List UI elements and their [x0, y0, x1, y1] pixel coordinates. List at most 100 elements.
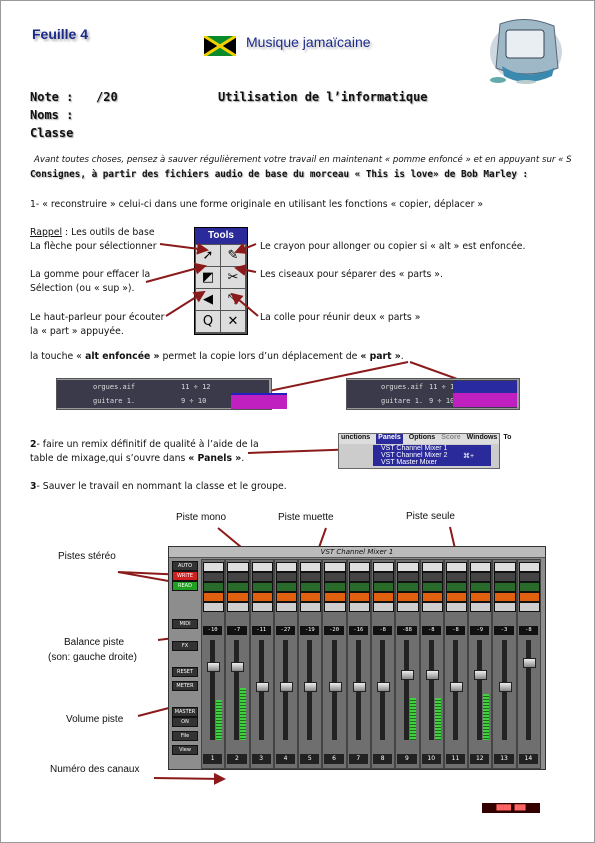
channel-button[interactable] — [445, 582, 468, 592]
volume-fader-handle[interactable] — [279, 682, 293, 692]
volume-fader-handle[interactable] — [207, 662, 221, 672]
mixer-side-button[interactable]: MIDI — [172, 619, 198, 629]
channel-button[interactable] — [324, 572, 346, 582]
channel-button[interactable] — [397, 572, 419, 582]
solo-button[interactable] — [300, 602, 322, 612]
volume-fader-handle[interactable] — [474, 670, 488, 680]
channel-button[interactable] — [324, 582, 346, 592]
audio-part[interactable] — [453, 393, 517, 407]
menu-item-mixer-2[interactable]: VST Channel Mixer 2 — [373, 452, 491, 459]
channel-button[interactable] — [445, 572, 468, 582]
volume-fader-handle[interactable] — [304, 682, 318, 692]
channel-button[interactable] — [348, 562, 370, 572]
mixer-side-button[interactable]: METER — [172, 681, 198, 691]
audio-part-copy[interactable] — [453, 381, 517, 393]
solo-button[interactable] — [324, 602, 346, 612]
solo-button[interactable] — [445, 602, 468, 612]
channel-button[interactable] — [397, 582, 419, 592]
channel-button[interactable] — [227, 562, 249, 572]
channel-button[interactable] — [494, 562, 516, 572]
mixer-side-button[interactable]: RESET — [172, 667, 198, 677]
menu-item-master[interactable]: VST Master Mixer — [373, 459, 491, 466]
mute-button[interactable] — [348, 592, 370, 602]
channel-button[interactable] — [324, 562, 346, 572]
magnifier-icon[interactable]: Q — [196, 311, 220, 332]
channel-button[interactable] — [203, 582, 225, 592]
solo-button[interactable] — [470, 602, 492, 612]
channel-button[interactable] — [251, 562, 273, 572]
solo-button[interactable] — [251, 602, 273, 612]
channel-button[interactable] — [373, 582, 395, 592]
menu-score[interactable]: Score — [441, 434, 461, 441]
mixer-side-button[interactable]: READ — [172, 581, 198, 591]
channel-button[interactable] — [300, 582, 322, 592]
channel-button[interactable] — [203, 572, 225, 582]
mixer-side-button[interactable]: View — [172, 745, 198, 755]
channel-button[interactable] — [300, 562, 322, 572]
channel-button[interactable] — [421, 562, 443, 572]
solo-button[interactable] — [203, 602, 225, 612]
channel-button[interactable] — [518, 582, 540, 592]
volume-fader-handle[interactable] — [425, 670, 439, 680]
volume-fader-handle[interactable] — [352, 682, 366, 692]
volume-fader-handle[interactable] — [449, 682, 463, 692]
menu-windows[interactable]: Windows — [466, 434, 498, 441]
channel-button[interactable] — [348, 572, 370, 582]
mute-button[interactable] — [324, 592, 346, 602]
volume-fader-handle[interactable] — [498, 682, 512, 692]
channel-button[interactable] — [518, 572, 540, 582]
channel-button[interactable] — [203, 562, 225, 572]
mute-button[interactable] — [227, 592, 249, 602]
volume-fader-handle[interactable] — [231, 662, 245, 672]
solo-button[interactable] — [397, 602, 419, 612]
channel-button[interactable] — [348, 582, 370, 592]
volume-fader-handle[interactable] — [377, 682, 391, 692]
volume-fader-handle[interactable] — [328, 682, 342, 692]
mixer-side-button[interactable]: ON — [172, 717, 198, 727]
volume-fader-handle[interactable] — [401, 670, 415, 680]
menu-to[interactable]: To — [503, 434, 512, 441]
menu-panels[interactable]: Panels — [376, 434, 403, 444]
solo-button[interactable] — [227, 602, 249, 612]
mute-button[interactable] — [445, 592, 468, 602]
solo-button[interactable] — [348, 602, 370, 612]
menu-functions[interactable]: unctions — [341, 434, 371, 441]
solo-button[interactable] — [518, 602, 540, 612]
solo-button[interactable] — [421, 602, 443, 612]
channel-button[interactable] — [251, 582, 273, 592]
channel-button[interactable] — [227, 582, 249, 592]
mute-button[interactable] — [518, 592, 540, 602]
mute-button[interactable] — [470, 592, 492, 602]
mute-cross-icon[interactable]: ✕ — [221, 311, 245, 332]
channel-button[interactable] — [445, 562, 468, 572]
channel-button[interactable] — [275, 572, 298, 582]
mixer-side-button[interactable]: AUTO — [172, 561, 198, 571]
solo-button[interactable] — [373, 602, 395, 612]
mixer-side-button[interactable]: MASTER — [172, 707, 198, 717]
channel-button[interactable] — [421, 572, 443, 582]
channel-button[interactable] — [470, 572, 492, 582]
mute-button[interactable] — [203, 592, 225, 602]
channel-button[interactable] — [494, 582, 516, 592]
channel-button[interactable] — [470, 562, 492, 572]
solo-button[interactable] — [494, 602, 516, 612]
channel-button[interactable] — [518, 562, 540, 572]
mute-button[interactable] — [373, 592, 395, 602]
channel-button[interactable] — [373, 572, 395, 582]
mixer-side-button[interactable]: FX — [172, 641, 198, 651]
menu-item-mixer-1[interactable]: VST Channel Mixer 1 — [373, 445, 491, 452]
menu-options[interactable]: Options — [408, 434, 436, 441]
mute-button[interactable] — [300, 592, 322, 602]
channel-button[interactable] — [494, 572, 516, 582]
mixer-side-button[interactable]: File — [172, 731, 198, 741]
channel-button[interactable] — [397, 562, 419, 572]
mute-button[interactable] — [397, 592, 419, 602]
mute-button[interactable] — [421, 592, 443, 602]
channel-button[interactable] — [251, 572, 273, 582]
volume-fader-handle[interactable] — [522, 658, 536, 668]
mixer-side-button[interactable]: WRITE — [172, 571, 198, 581]
solo-button[interactable] — [275, 602, 298, 612]
audio-part[interactable] — [231, 393, 287, 409]
mute-button[interactable] — [275, 592, 298, 602]
channel-button[interactable] — [275, 562, 298, 572]
